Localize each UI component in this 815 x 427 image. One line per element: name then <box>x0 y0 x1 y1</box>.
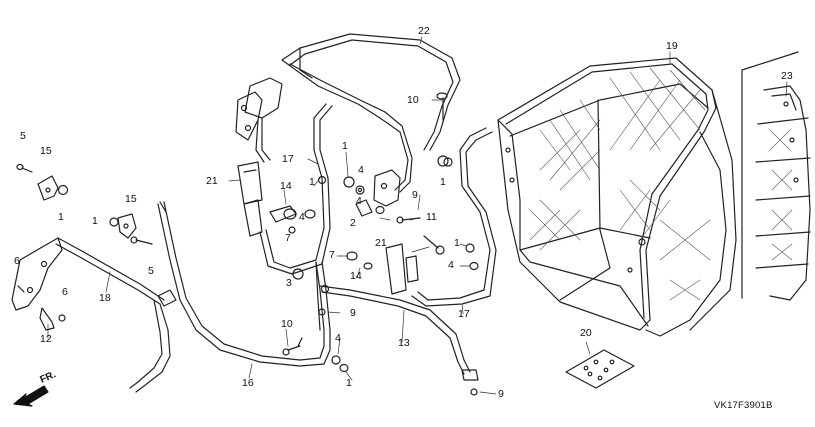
callout-21-lower: 21 <box>375 237 387 249</box>
callout-4-a: 4 <box>358 164 364 176</box>
upper-frame-part-22 <box>235 33 461 207</box>
callout-5-left: 5 <box>20 130 26 142</box>
cover-part-23 <box>741 51 811 301</box>
callout-1-e: 1 <box>92 215 98 227</box>
callout-9-mid: 9 <box>350 307 356 319</box>
callout-17-right: 17 <box>458 308 470 320</box>
rod-part-13 <box>319 284 479 381</box>
callout-18: 18 <box>99 292 111 304</box>
callout-4-d: 4 <box>335 332 341 344</box>
callout-22: 22 <box>418 25 430 37</box>
bracket-part-15 <box>37 175 137 239</box>
callout-1-d: 1 <box>58 211 64 223</box>
callout-1-b: 1 <box>309 176 315 188</box>
bar-part-16 <box>157 201 331 367</box>
callout-21-upper: 21 <box>206 175 218 187</box>
hardware-kit-part-20 <box>565 349 635 389</box>
callout-10-lower: 10 <box>281 318 293 330</box>
callout-13: 13 <box>398 337 410 349</box>
drawing-code: VK17F3901B <box>714 400 773 411</box>
front-direction-arrow <box>13 385 49 407</box>
callout-14-upper: 14 <box>280 180 292 192</box>
callout-17-left: 17 <box>282 153 294 165</box>
callout-4-c: 4 <box>448 259 454 271</box>
callout-15-mid: 15 <box>125 193 137 205</box>
callout-10-upper: 10 <box>407 94 419 106</box>
spacer-part-14-upper <box>269 175 327 234</box>
hardware-center <box>343 155 479 271</box>
callout-1-c: 1 <box>440 176 446 188</box>
bracket-part-21-lower <box>385 243 419 295</box>
callout-9-lower: 9 <box>498 388 504 400</box>
callout-11: 11 <box>426 211 437 223</box>
callout-12: 12 <box>40 333 52 345</box>
callout-23: 23 <box>781 70 793 82</box>
bar-part-18 <box>11 237 177 393</box>
callout-6-right: 6 <box>62 286 68 298</box>
callout-20: 20 <box>580 327 592 339</box>
leader-lines <box>47 36 788 395</box>
callout-6-left: 6 <box>14 255 20 267</box>
callout-15-left: 15 <box>40 145 52 157</box>
callout-2: 2 <box>350 217 356 229</box>
bar-part-17-left <box>259 103 333 275</box>
grass-bag-part-19 <box>497 57 737 337</box>
callout-1-g: 1 <box>346 377 352 389</box>
bracket-part-21-upper <box>237 161 263 237</box>
callout-14-lower: 14 <box>350 270 362 282</box>
bar-part-17-right <box>411 127 497 307</box>
callout-7-lower: 7 <box>329 249 335 261</box>
callout-19: 19 <box>666 40 678 52</box>
fasteners <box>16 92 478 396</box>
callout-4-b: 4 <box>299 211 305 223</box>
callout-1-f: 1 <box>454 237 460 249</box>
callout-9-upper: 9 <box>412 189 418 201</box>
callout-3: 3 <box>286 277 292 289</box>
callout-5-mid: 5 <box>148 265 154 277</box>
callout-7-upper: 7 <box>285 232 291 244</box>
callout-3-near-center: 4 <box>356 195 362 207</box>
callout-16: 16 <box>242 377 254 389</box>
callout-1-a: 1 <box>342 140 348 152</box>
